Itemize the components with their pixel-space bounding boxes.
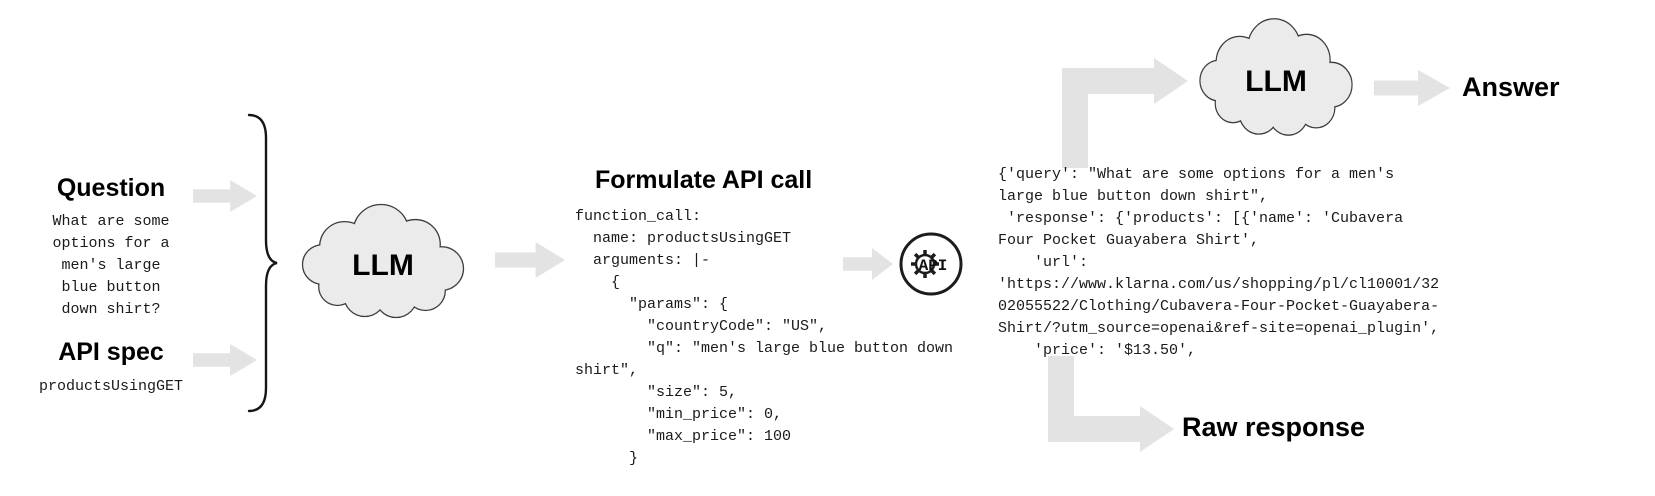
api-icon-label: API (919, 257, 948, 275)
llm-cloud-right: LLM (1190, 8, 1362, 148)
llm-right-label: LLM (1245, 65, 1307, 98)
api-spec-group: API spec productsUsingGET (28, 338, 194, 398)
cloud-icon (1199, 18, 1353, 136)
answer-label: Answer (1462, 72, 1560, 102)
arrow-response-to-llm-icon (1062, 58, 1188, 168)
cloud-icon (301, 203, 465, 319)
question-text: What are some options for a men's large … (52, 213, 170, 318)
api-gear-icon: API (899, 232, 963, 296)
raw-response-label: Raw response (1182, 412, 1366, 442)
response-json-text: {'query': "What are some options for a m… (998, 166, 1440, 359)
arrow-response-to-raw-icon (1048, 356, 1174, 452)
llm-left-label: LLM (352, 249, 414, 282)
llm-cloud-left: LLM (292, 194, 474, 330)
brace-icon (247, 113, 278, 413)
arrow-llm-to-code-icon (495, 242, 565, 278)
function-call-code: function_call: name: productsUsingGET ar… (575, 208, 954, 467)
api-spec-value: productsUsingGET (38, 378, 184, 395)
formulate-title: Formulate API call (595, 166, 813, 194)
question-group: Question What are some options for a men… (28, 174, 194, 321)
api-spec-label: API spec (58, 338, 164, 366)
question-label: Question (56, 174, 166, 202)
arrow-llm-to-answer-icon (1374, 70, 1450, 106)
